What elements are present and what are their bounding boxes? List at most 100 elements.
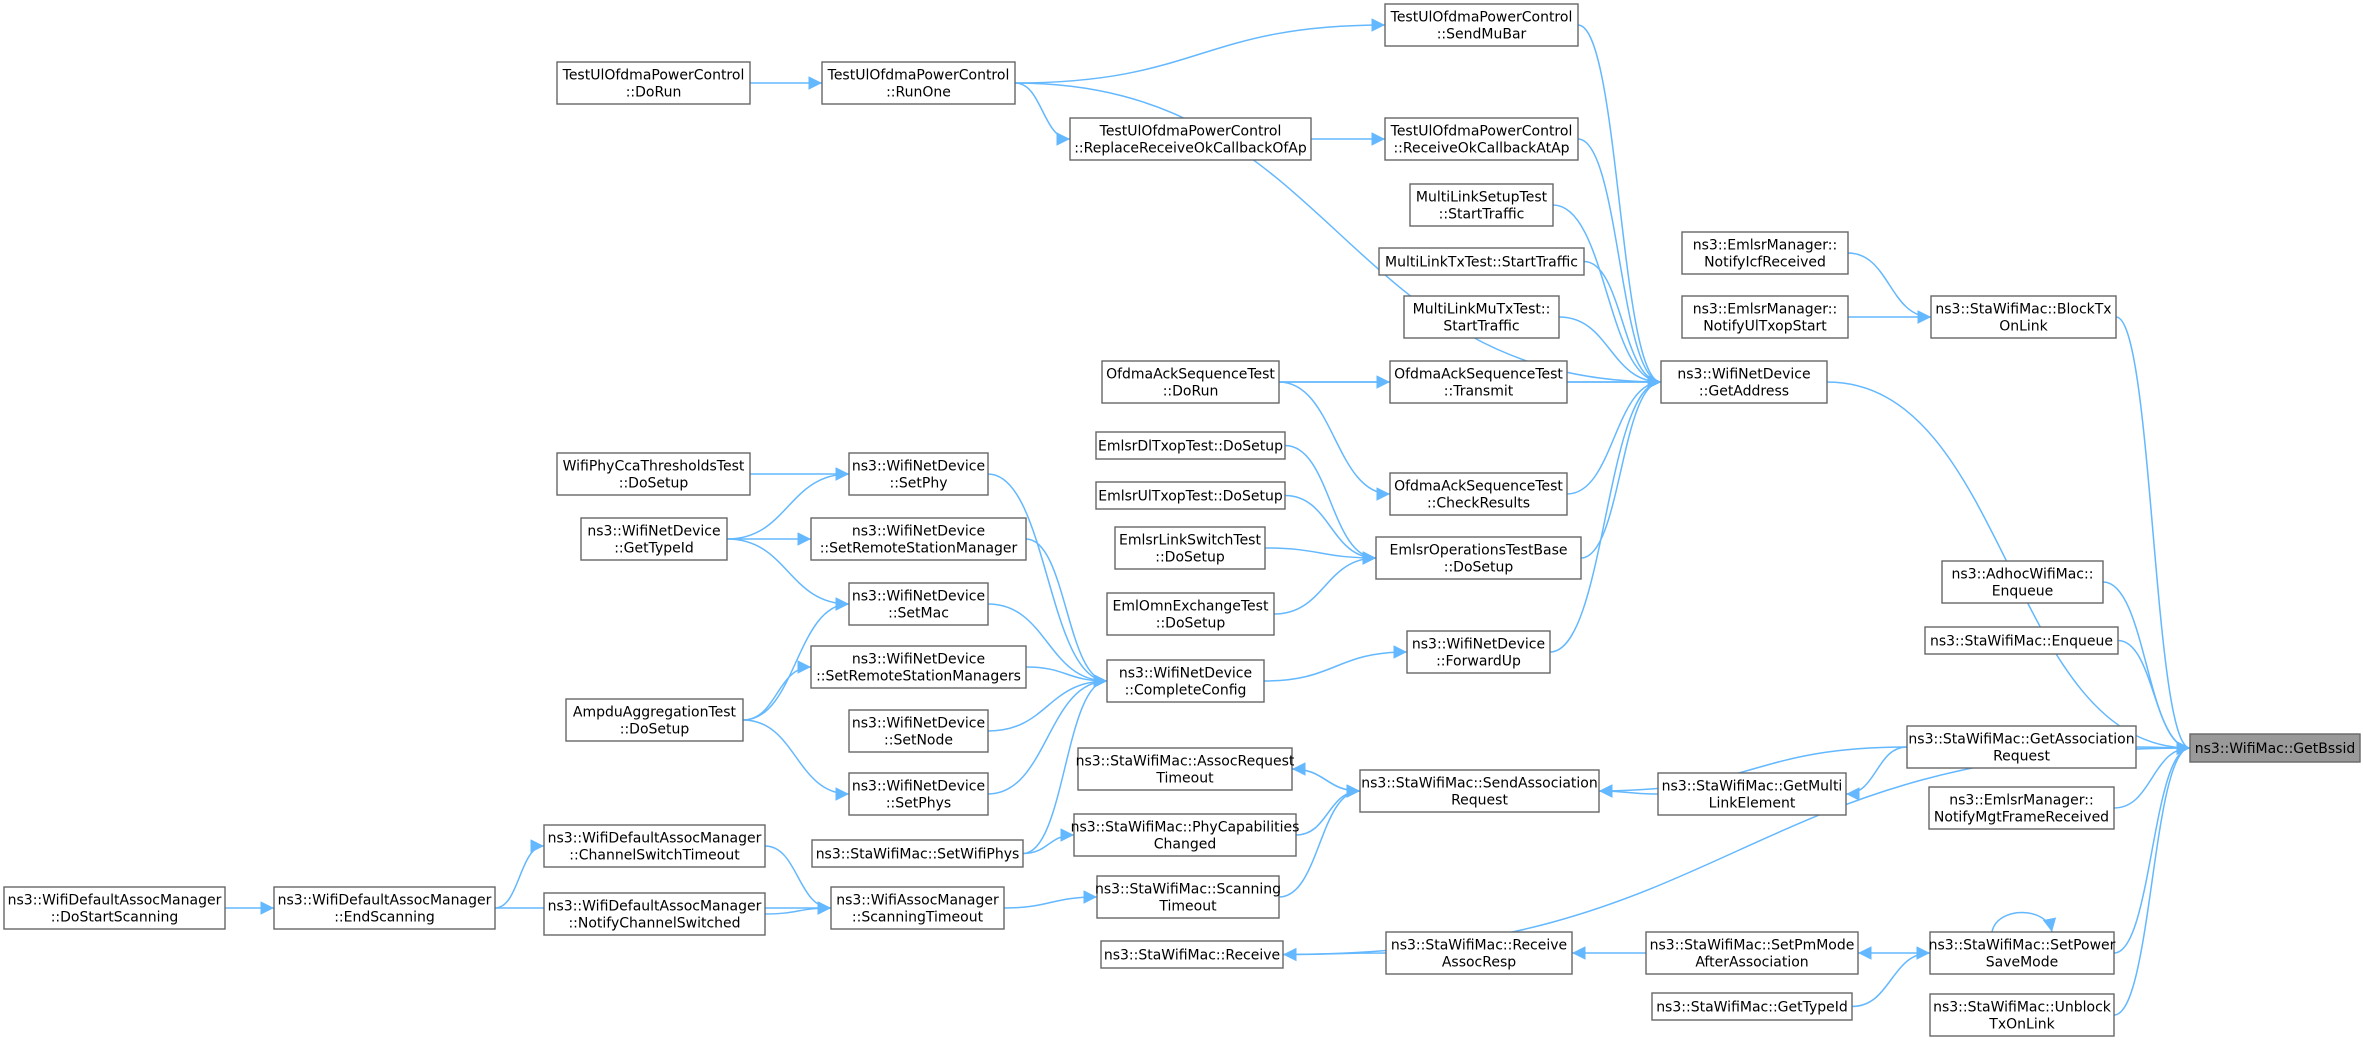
function-node[interactable]: EmlsrOperationsTestBase::DoSetup (1375, 536, 1582, 580)
function-node[interactable]: MultiLinkMuTxTest::StartTraffic (1403, 295, 1560, 339)
node-label: ns3::WifiNetDevice (1677, 367, 1810, 383)
node-label: ::SetPhys (886, 796, 951, 812)
call-edge (1577, 24, 1662, 389)
node-label: ns3::AdhocWifiMac:: (1952, 567, 2094, 583)
function-node[interactable]: WifiPhyCcaThresholdsTest::DoSetup (556, 452, 751, 496)
node-box (1069, 117, 1312, 161)
node-label: OfdmaAckSequenceTest (1394, 479, 1563, 495)
focus-function-node[interactable]: ns3::WifiMac::GetBssid (2189, 733, 2361, 763)
node-label: ns3::WifiNetDevice (852, 589, 985, 605)
node-label: ns3::WifiAssocManager (836, 893, 999, 909)
node-label: ::DoRun (626, 85, 682, 101)
node-label: AssocResp (1442, 955, 1516, 971)
function-node[interactable]: ns3::StaWifiMac::ScanningTimeout (1095, 875, 1281, 919)
node-label: AmpduAggregationTest (573, 705, 737, 721)
function-node[interactable]: ns3::WifiAssocManager::ScanningTimeout (830, 886, 1005, 930)
call-edge (987, 674, 1108, 732)
function-node[interactable]: ns3::StaWifiMac::GetTypeId (1651, 992, 1853, 1021)
function-node[interactable]: MultiLinkTxTest::StartTraffic (1378, 247, 1585, 276)
function-node[interactable]: EmlsrDlTxopTest::DoSetup (1095, 431, 1286, 460)
node-label: ::CompleteConfig (1125, 683, 1247, 699)
function-node[interactable]: OfdmaAckSequenceTest::CheckResults (1389, 472, 1568, 516)
node-box (1657, 772, 1847, 816)
function-node[interactable]: ns3::WifiDefaultAssocManager::ChannelSwi… (543, 824, 766, 868)
node-box (1681, 231, 1849, 275)
node-label: SaveMode (1986, 955, 2059, 971)
function-node[interactable]: OfdmaAckSequenceTest::Transmit (1389, 360, 1568, 404)
node-box (830, 886, 1005, 930)
node-box (1660, 360, 1828, 404)
function-node[interactable]: ns3::EmlsrManager::NotifyIcfReceived (1681, 231, 1849, 275)
function-node[interactable]: ns3::WifiNetDevice::SetRemoteStationMana… (810, 645, 1027, 689)
node-label: TestUlOfdmaPowerControl (1390, 124, 1573, 140)
function-node[interactable]: EmlsrLinkSwitchTest::DoSetup (1114, 526, 1266, 570)
function-node[interactable]: MultiLinkSetupTest::StartTraffic (1409, 183, 1554, 227)
function-node[interactable]: ns3::AdhocWifiMac::Enqueue (1941, 560, 2104, 604)
function-node[interactable]: ns3::EmlsrManager::NotifyUlTxopStart (1681, 295, 1849, 339)
node-label: ns3::WifiNetDevice (1412, 637, 1545, 653)
function-node[interactable]: EmlsrUlTxopTest::DoSetup (1095, 481, 1286, 510)
node-label: ns3::EmlsrManager:: (1693, 238, 1837, 254)
node-box (1403, 295, 1560, 339)
function-node[interactable]: ns3::WifiDefaultAssocManager::DoStartSca… (3, 886, 226, 930)
function-node[interactable]: ns3::WifiNetDevice::GetTypeId (580, 517, 728, 561)
function-node[interactable]: ns3::WifiNetDevice::SetPhy (848, 452, 989, 496)
node-label: ::DoSetup (1156, 616, 1226, 632)
function-node[interactable]: ns3::StaWifiMac::SetWifiPhys (811, 839, 1024, 868)
node-box (1906, 725, 2137, 769)
node-box (1375, 536, 1582, 580)
function-node[interactable]: ns3::StaWifiMac::SetPmModeAfterAssociati… (1645, 931, 1859, 975)
node-box (1077, 747, 1293, 791)
node-label: EmlsrDlTxopTest::DoSetup (1098, 439, 1283, 455)
node-label: ns3::StaWifiMac::GetTypeId (1656, 1000, 1848, 1016)
function-node[interactable]: ns3::StaWifiMac::Receive (1100, 940, 1284, 969)
node-box (1114, 526, 1266, 570)
node-label: ::NotifyChannelSwitched (568, 916, 740, 932)
function-node[interactable]: ns3::EmlsrManager::NotifyMgtFrameReceive… (1928, 786, 2115, 830)
node-label: ns3::StaWifiMac::SetPower (1929, 938, 2116, 954)
function-node[interactable]: ns3::WifiNetDevice::GetAddress (1660, 360, 1828, 404)
node-label: MultiLinkMuTxTest:: (1413, 302, 1551, 318)
node-box (1095, 431, 1286, 460)
function-node[interactable]: AmpduAggregationTest::DoSetup (565, 698, 744, 742)
function-node[interactable]: ns3::WifiNetDevice::SetMac (848, 582, 989, 626)
node-label: ns3::WifiNetDevice (587, 524, 720, 540)
function-node[interactable]: TestUlOfdmaPowerControl::ReceiveOkCallba… (1384, 117, 1579, 161)
function-node[interactable]: EmlOmnExchangeTest::DoSetup (1106, 592, 1275, 636)
call-edge (494, 839, 545, 909)
function-node[interactable]: ns3::WifiDefaultAssocManager::NotifyChan… (543, 892, 766, 936)
node-label: MultiLinkTxTest::StartTraffic (1385, 255, 1578, 271)
function-node[interactable]: ns3::StaWifiMac::Enqueue (1924, 626, 2119, 655)
function-node[interactable]: ns3::WifiNetDevice::SetPhys (848, 772, 989, 816)
node-label: ns3::StaWifiMac::Receive (1391, 938, 1567, 954)
function-node[interactable]: TestUlOfdmaPowerControl::ReplaceReceiveO… (1069, 117, 1312, 161)
function-node[interactable]: ns3::WifiNetDevice::CompleteConfig (1106, 659, 1265, 703)
call-edge (1558, 316, 1662, 389)
function-node[interactable]: ns3::WifiDefaultAssocManager::EndScannin… (273, 886, 496, 930)
function-node[interactable]: ns3::WifiNetDevice::ForwardUp (1406, 630, 1551, 674)
function-node[interactable]: ns3::WifiNetDevice::SetNode (848, 709, 989, 753)
node-box (848, 452, 989, 496)
function-node[interactable]: TestUlOfdmaPowerControl::RunOne (821, 61, 1016, 105)
function-node[interactable]: TestUlOfdmaPowerControl::DoRun (556, 61, 751, 105)
call-edge (1014, 18, 1386, 84)
call-edge (742, 719, 850, 801)
function-node[interactable]: ns3::WifiNetDevice::SetRemoteStationMana… (810, 517, 1027, 561)
node-label: ns3::StaWifiMac::Scanning (1095, 882, 1281, 898)
node-label: TestUlOfdmaPowerControl (1099, 124, 1282, 140)
node-box (543, 892, 766, 936)
node-label: ns3::StaWifiMac::SendAssociation (1361, 776, 1597, 792)
function-node[interactable]: TestUlOfdmaPowerControl::SendMuBar (1384, 3, 1579, 47)
node-box (2189, 733, 2361, 763)
function-node[interactable]: OfdmaAckSequenceTest::DoRun (1101, 360, 1280, 404)
